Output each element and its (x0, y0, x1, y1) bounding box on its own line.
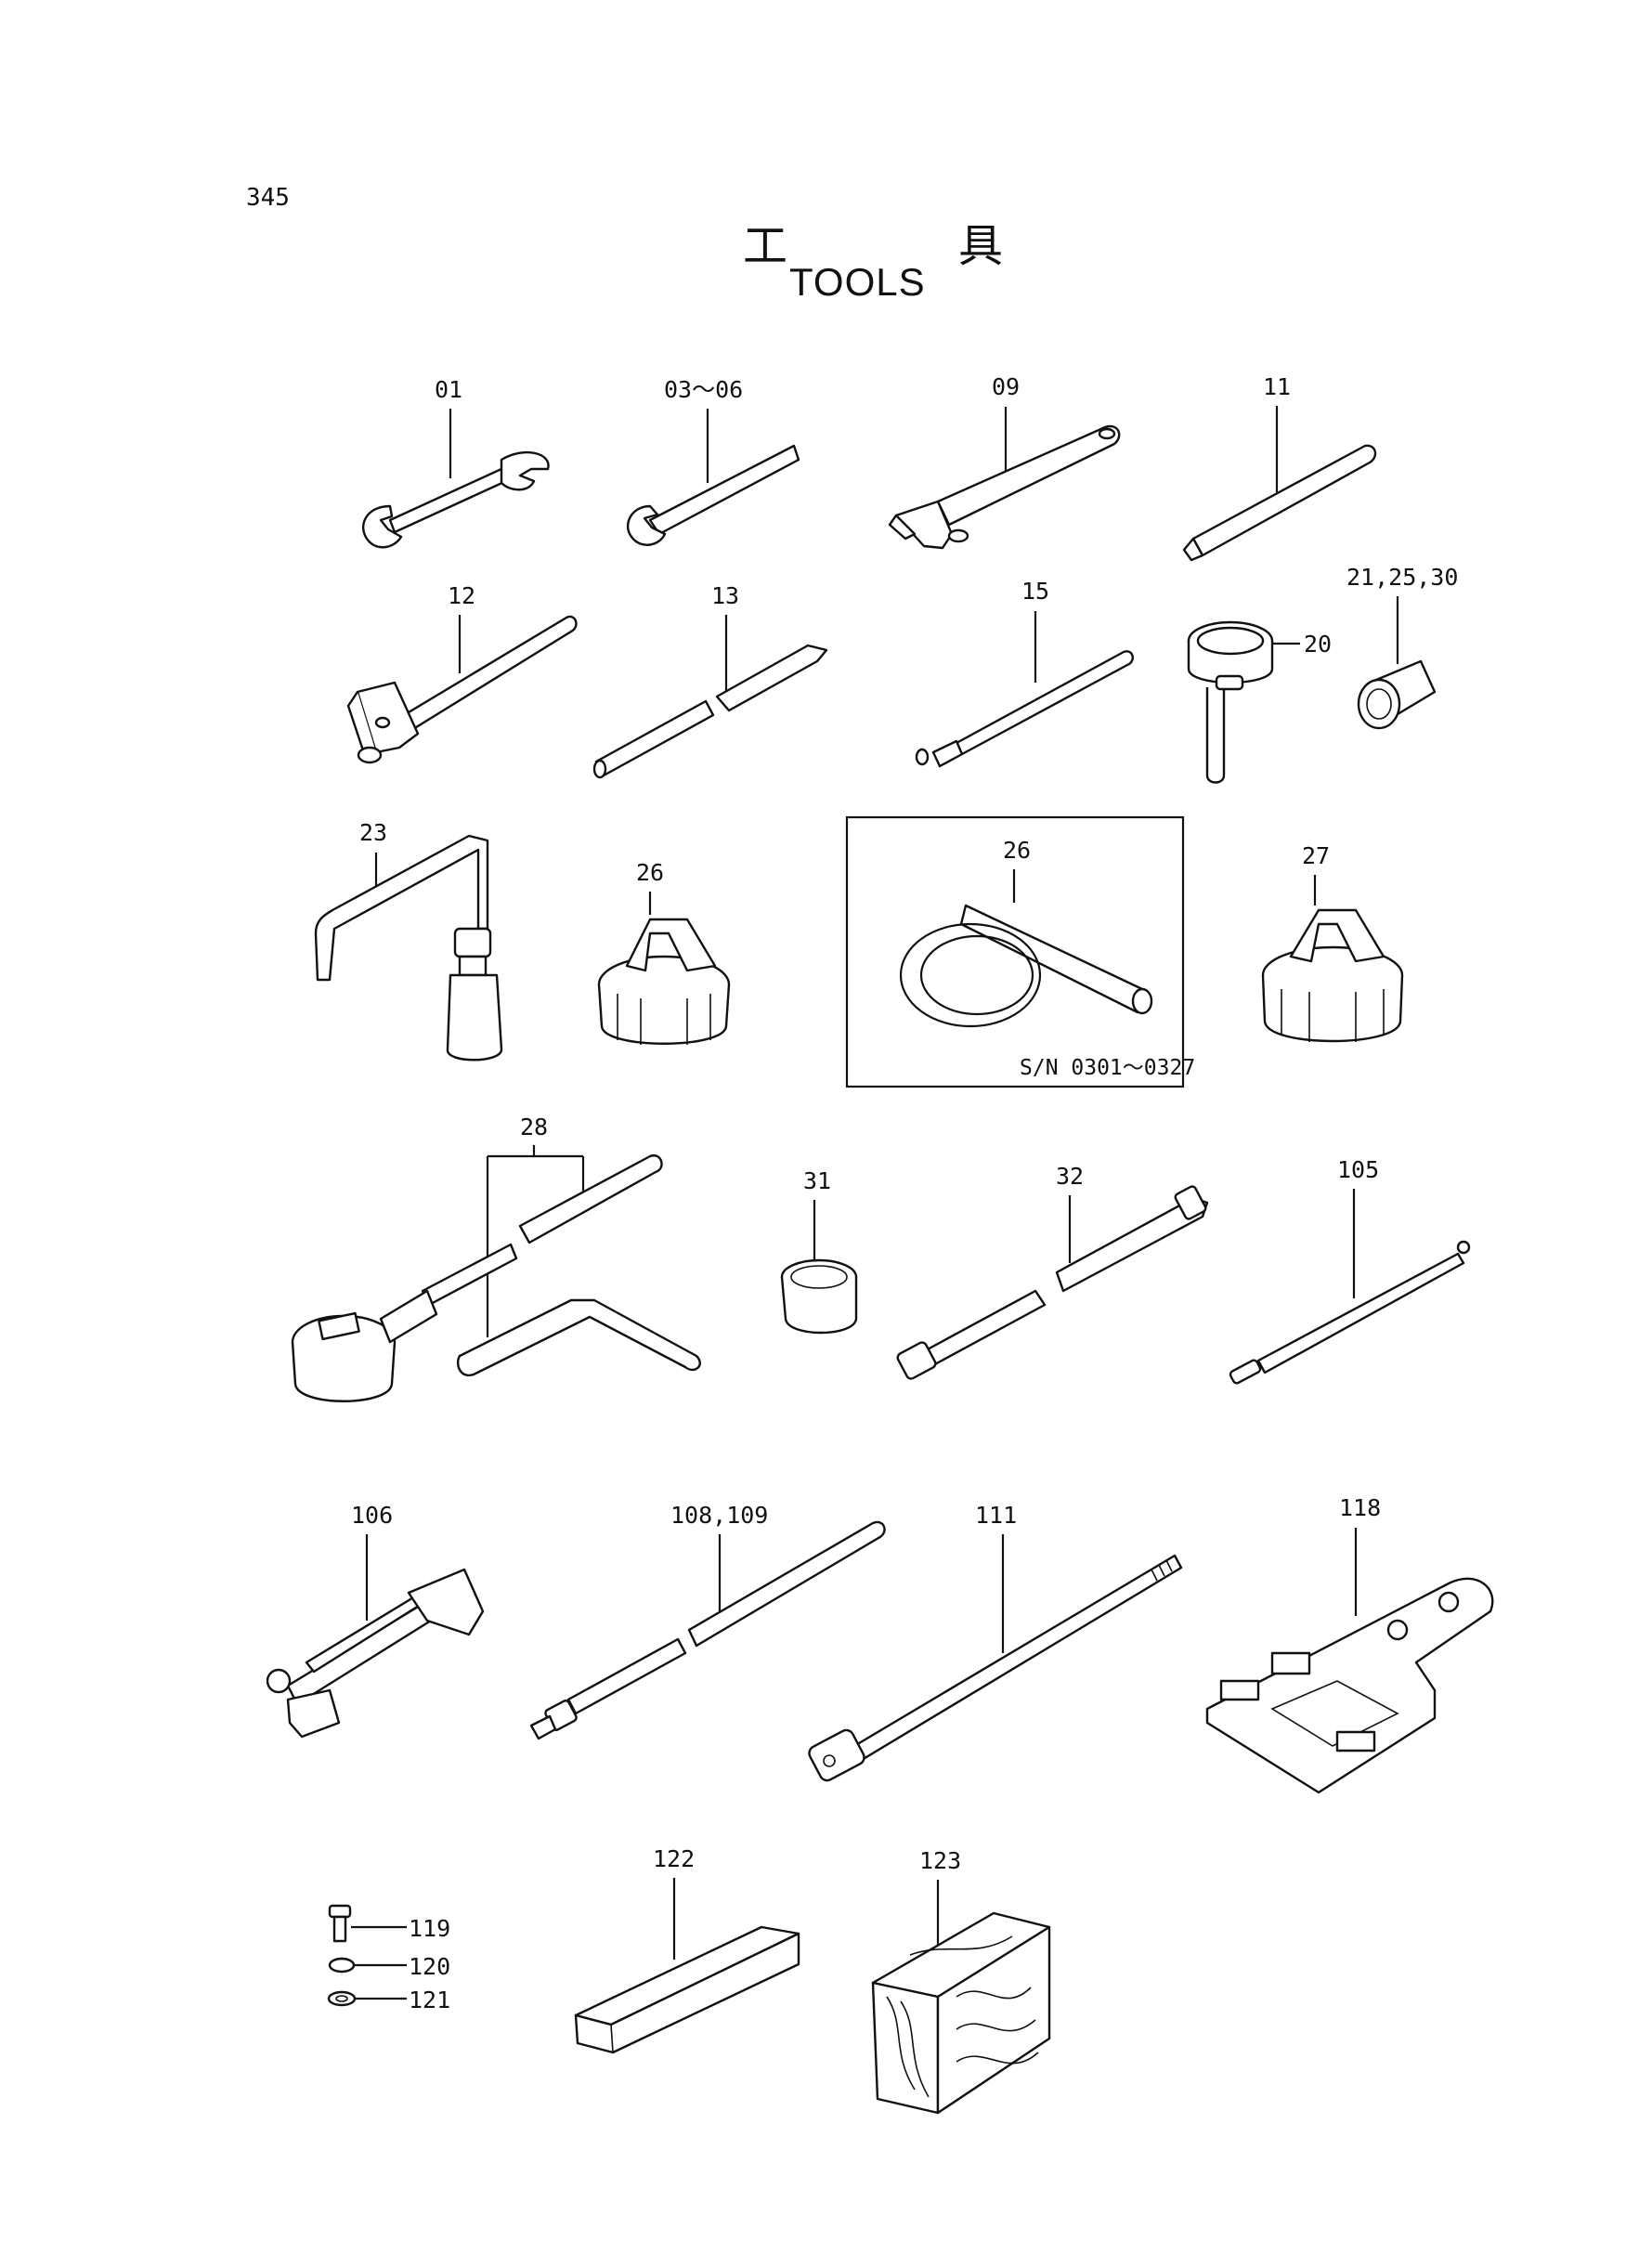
tool-105-rod: 105 (1229, 1156, 1471, 1385)
tool-121-washer: 121 (327, 1987, 450, 2013)
tool-01-double-wrench: 01 (362, 376, 550, 549)
tool-27-filter-wrench: 27 (1261, 842, 1404, 1043)
label-09: 09 (992, 373, 1020, 400)
label-13: 13 (711, 582, 739, 609)
label-31: 31 (803, 1167, 831, 1194)
tool-03-06-wrench: 03～06 (626, 376, 800, 546)
tool-111-threaded-rod: 111 (808, 1502, 1183, 1782)
label-21-25-30: 21,25,30 (1346, 564, 1458, 591)
label-11: 11 (1263, 373, 1291, 400)
label-27: 27 (1302, 842, 1330, 869)
label-108-109: 108,109 (670, 1502, 768, 1529)
tool-123-wood-block: 123 (871, 1847, 1051, 2115)
label-105: 105 (1337, 1156, 1379, 1183)
title-japanese: 工 具 (743, 209, 1003, 274)
label-111: 111 (975, 1502, 1017, 1529)
label-26: 26 (636, 859, 664, 886)
label-15: 15 (1021, 578, 1049, 605)
tool-119-bolt: 119 (328, 1904, 450, 1943)
tool-09-adjustable-wrench: 09 (888, 373, 1121, 550)
tool-11-bar: 11 (1182, 373, 1377, 562)
tool-23-hex-key: 23 (314, 819, 503, 1062)
label-12: 12 (448, 582, 475, 609)
label-123: 123 (919, 1847, 961, 1874)
tool-31-ring: 31 (780, 1167, 858, 1335)
tool-15-extension: 15 (915, 578, 1134, 768)
tool-26-band-wrench: 26 S/N 0301～0327 (845, 815, 1195, 1088)
label-106: 106 (351, 1502, 393, 1529)
tool-13-bar: 13 (592, 582, 828, 779)
label-119: 119 (409, 1915, 450, 1942)
label-20: 20 (1304, 631, 1332, 658)
label-26-band: 26 (1003, 837, 1031, 864)
label-28: 28 (520, 1114, 548, 1140)
serial-range-note: S/N 0301～0327 (1020, 1056, 1195, 1080)
tool-21-25-30-socket: 21,25,30 (1346, 564, 1458, 730)
title-jp-char-2: 具 (957, 220, 1003, 272)
label-03-06: 03～06 (664, 376, 743, 403)
serial-range-frame (845, 815, 1185, 1088)
tool-118-plate: 118 (1205, 1494, 1494, 1794)
label-120: 120 (409, 1953, 450, 1980)
tool-28-torque-multiplier: 28 (291, 1114, 701, 1402)
tool-120-spring-washer: 120 (328, 1953, 450, 1980)
title-jp-char-1: 工 (743, 220, 788, 272)
tool-106-pump: 106 (266, 1502, 485, 1739)
tool-26-filter-wrench: 26 (597, 859, 731, 1045)
label-118: 118 (1339, 1494, 1381, 1521)
tool-12-hammer: 12 (346, 582, 578, 764)
tool-108-109-bar: 108,109 (529, 1502, 886, 1740)
label-23: 23 (359, 819, 387, 846)
tool-122-wedge: 122 (574, 1845, 800, 2054)
page-number: 345 (246, 184, 290, 212)
title-english: TOOLS (789, 260, 926, 304)
tool-32-socket-bar: 32 (896, 1163, 1209, 1380)
label-121: 121 (409, 1987, 450, 2013)
label-01: 01 (435, 376, 462, 403)
label-32: 32 (1056, 1163, 1084, 1190)
label-122: 122 (653, 1845, 695, 1872)
tool-20-socket-tool: 20 (1187, 620, 1332, 784)
